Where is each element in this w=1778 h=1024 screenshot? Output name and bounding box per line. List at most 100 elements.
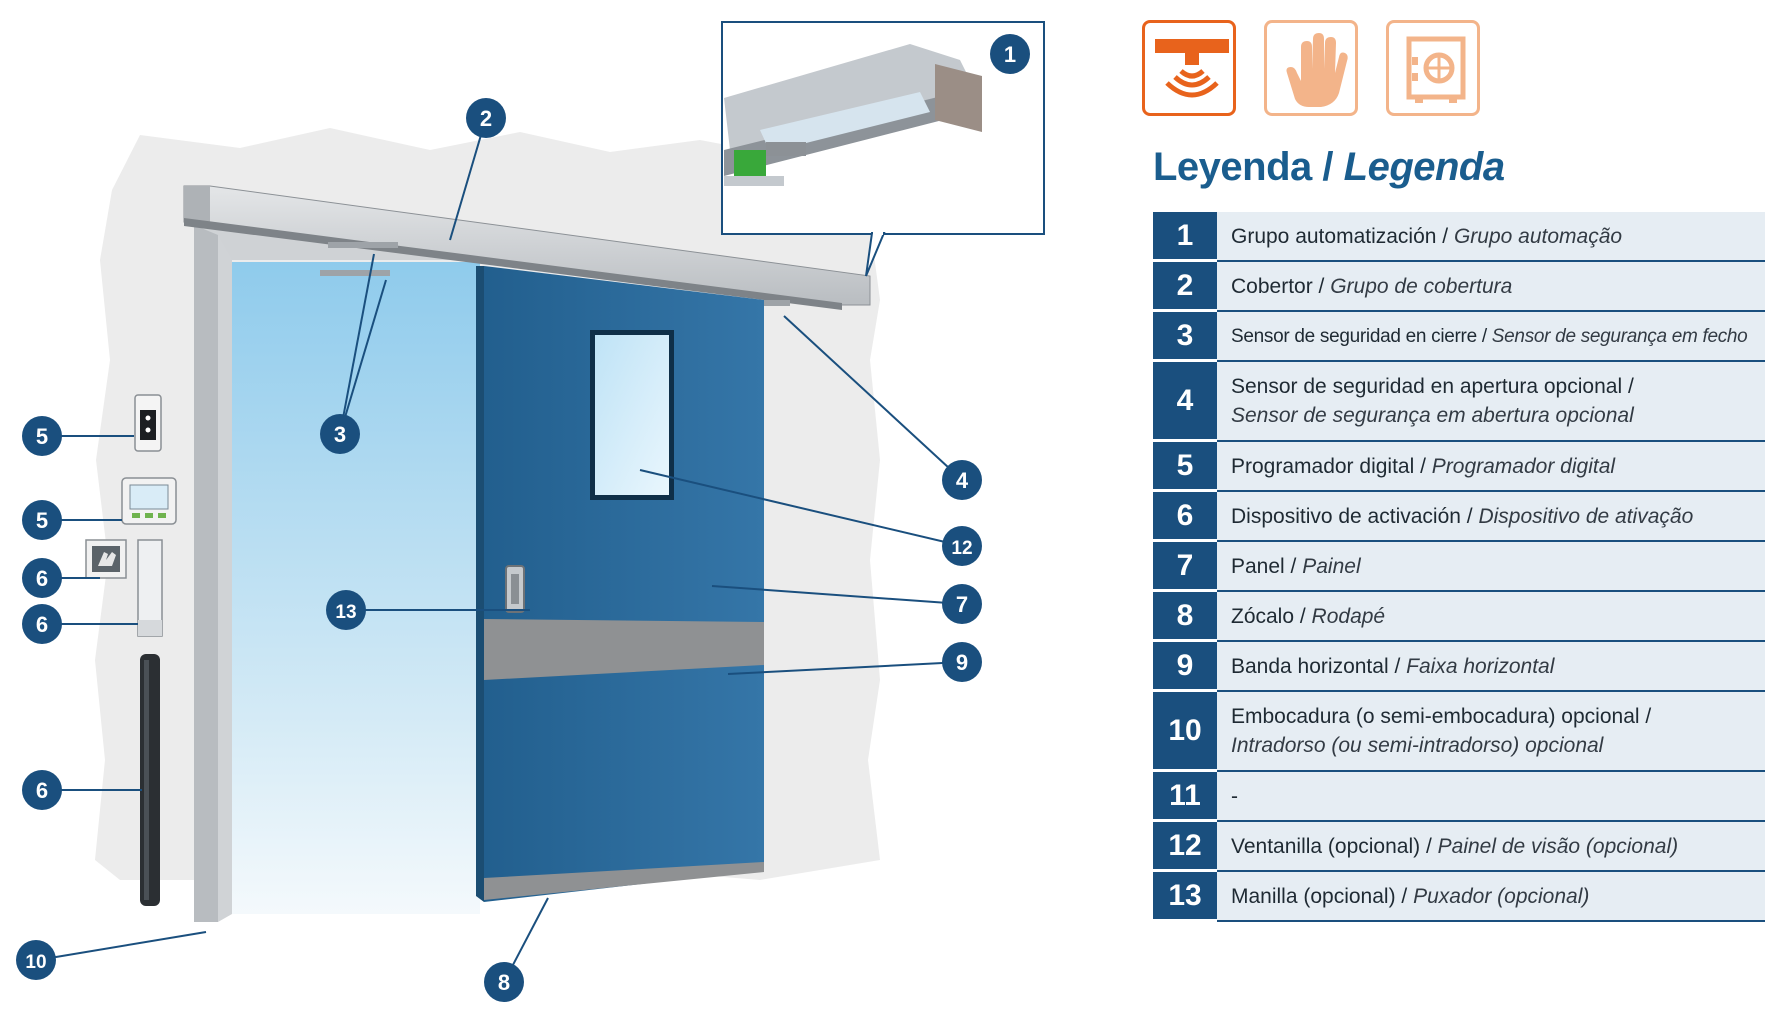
glass-opening: [232, 262, 480, 914]
callout-8: 8: [484, 962, 524, 1002]
svg-text:4: 4: [956, 468, 969, 493]
legend-title: Leyenda / Legenda: [1153, 145, 1505, 190]
legend-number: 5: [1153, 442, 1217, 492]
hand-activation-icon: [1264, 20, 1358, 116]
legend-row: 1 Grupo automatización / Grupo automação: [1153, 212, 1765, 262]
legend-label-pt: Sensor de segurança em abertura opcional: [1231, 404, 1634, 427]
svg-text:5: 5: [36, 424, 48, 449]
legend-label-pt: Grupo automação: [1453, 224, 1623, 248]
callout-3: 3: [320, 414, 360, 454]
activation-column: [137, 539, 163, 637]
legend-label-es: Cobertor /: [1231, 274, 1325, 298]
legend-row: 6 Dispositivo de activación / Dispositiv…: [1153, 492, 1765, 542]
callout-6b: 6: [22, 604, 62, 644]
hand-activation-pad: [85, 539, 127, 579]
callout-5a: 5: [22, 416, 62, 456]
svg-text:13: 13: [335, 602, 356, 623]
svg-text:3: 3: [334, 422, 346, 447]
leader-lines: [37, 117, 963, 983]
legend-title-es: Leyenda /: [1153, 145, 1334, 189]
legend-number: 7: [1153, 542, 1217, 592]
callout-10: 10: [16, 940, 56, 980]
radar-sensor-icon: [1142, 20, 1236, 116]
legend-row: 12 Ventanilla (opcional) / Painel de vis…: [1153, 822, 1765, 872]
legend-number: 9: [1153, 642, 1217, 692]
legend-number: 2: [1153, 262, 1217, 312]
svg-text:10: 10: [25, 952, 46, 973]
legend-number: 12: [1153, 822, 1217, 872]
legend-row: 2 Cobertor / Grupo de cobertura: [1153, 262, 1765, 312]
legend-row: 10 Embocadura (o semi-embocadura) opcion…: [1153, 692, 1765, 772]
legend-label-es: Zócalo /: [1231, 604, 1306, 628]
legend-label-es: Banda horizontal /: [1231, 654, 1401, 678]
legend-number: 3: [1153, 312, 1217, 362]
callout-1: 1: [990, 34, 1030, 74]
legend-row: 9 Banda horizontal / Faixa horizontal: [1153, 642, 1765, 692]
callout-6c: 6: [22, 770, 62, 810]
svg-text:6: 6: [36, 778, 48, 803]
legend-label-es: Grupo automatización /: [1231, 224, 1449, 248]
legend-label-pt: Intradorso (ou semi-intradorso) opcional: [1231, 734, 1604, 757]
svg-text:8: 8: [498, 970, 510, 995]
svg-text:2: 2: [480, 106, 492, 131]
legend-label-pt: Grupo de cobertura: [1330, 274, 1513, 298]
callout-13: 13: [326, 590, 366, 630]
legend-table: 1 Grupo automatización / Grupo automação…: [1153, 212, 1765, 922]
svg-text:12: 12: [951, 538, 972, 559]
legend-number: 4: [1153, 362, 1217, 442]
callout-12: 12: [942, 526, 982, 566]
legend-label-pt: Painel: [1302, 554, 1361, 578]
svg-text:6: 6: [36, 566, 48, 591]
callout-6a: 6: [22, 558, 62, 598]
cover-rail: [183, 185, 871, 310]
callout-5b: 5: [22, 500, 62, 540]
legend-number: 13: [1153, 872, 1217, 922]
legend-number: 1: [1153, 212, 1217, 262]
legend-label-es: Panel /: [1231, 554, 1297, 578]
legend-row: 8 Zócalo / Rodapé: [1153, 592, 1765, 642]
legend-label-pt: Puxador (opcional): [1413, 884, 1590, 908]
svg-text:7: 7: [956, 592, 968, 617]
callout-7: 7: [942, 584, 982, 624]
legend-row: 11 -: [1153, 772, 1765, 822]
vision-window: [590, 330, 674, 500]
legend-number: 11: [1153, 772, 1217, 822]
legend-label-es: Manilla (opcional) /: [1231, 884, 1408, 908]
svg-text:9: 9: [956, 650, 968, 675]
legend-row: 13 Manilla (opcional) / Puxador (opciona…: [1153, 872, 1765, 922]
svg-text:6: 6: [36, 612, 48, 637]
callout-markers: 1 2 3 4 5 5 6 6 6 7 8 9 10 12 13: [16, 34, 1030, 1002]
legend-number: 8: [1153, 592, 1217, 642]
digital-programmer-small: [134, 394, 162, 452]
legend-label-pt: Faixa horizontal: [1406, 654, 1555, 678]
legend-label-pt: Painel de visão (opcional): [1437, 834, 1679, 858]
legend-label-pt: Dispositivo de ativação: [1478, 504, 1694, 528]
legend-title-pt: Legenda: [1343, 145, 1505, 189]
safe-lock-icon: [1386, 20, 1480, 116]
legend-label-es: Sensor de seguridad en cierre /: [1231, 325, 1487, 347]
legend-row: 5 Programador digital / Programador digi…: [1153, 442, 1765, 492]
legend-label-es: -: [1231, 784, 1238, 808]
legend-row: 3 Sensor de seguridad en cierre / Sensor…: [1153, 312, 1765, 362]
legend-label-es: Embocadura (o semi-embocadura) opcional …: [1231, 705, 1652, 728]
sensor-bar: [140, 654, 160, 906]
legend-label-pt: Sensor de segurança em fecho: [1491, 325, 1748, 347]
legend-number: 10: [1153, 692, 1217, 772]
svg-text:5: 5: [36, 508, 48, 533]
legend-label-pt: Rodapé: [1311, 604, 1386, 628]
door-handle: [505, 565, 525, 613]
mode-icons: [1142, 20, 1482, 122]
legend-label-pt: Programador digital: [1431, 454, 1616, 478]
legend-number: 6: [1153, 492, 1217, 542]
svg-text:1: 1: [1004, 42, 1016, 67]
callout-9: 9: [942, 642, 982, 682]
legend-label-es: Ventanilla (opcional) /: [1231, 834, 1432, 858]
legend-row: 7 Panel / Painel: [1153, 542, 1765, 592]
legend-label-es: Programador digital /: [1231, 454, 1426, 478]
legend-label-es: Dispositivo de activación /: [1231, 504, 1473, 528]
callout-4: 4: [942, 460, 982, 500]
legend-label-es: Sensor de seguridad en apertura opcional…: [1231, 375, 1634, 398]
callout-2: 2: [466, 98, 506, 138]
digital-programmer-panel: [121, 477, 177, 525]
